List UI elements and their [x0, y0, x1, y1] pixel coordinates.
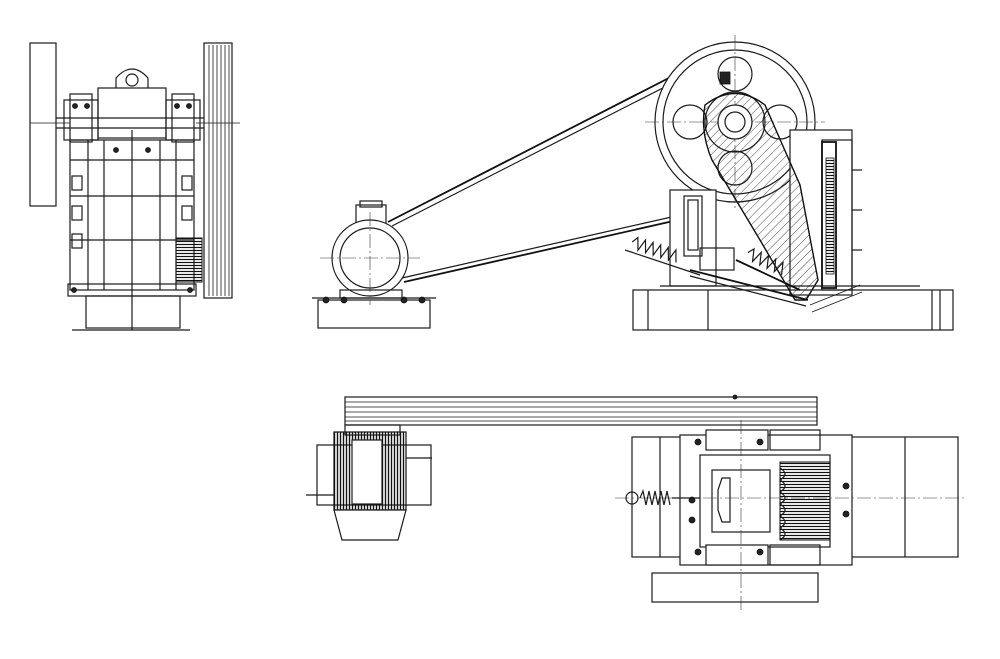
v-belt	[387, 61, 703, 283]
flywheel-top	[651, 572, 819, 603]
motor-base	[317, 299, 431, 329]
flywheel	[29, 42, 57, 207]
fixed-jaw	[825, 157, 835, 275]
tension-spring	[624, 236, 801, 291]
v-belt-top	[344, 394, 818, 426]
bearing-housing-right	[165, 99, 201, 141]
lifting-eye	[115, 68, 149, 88]
movable-jaw	[702, 71, 819, 301]
tension-spring-top	[625, 489, 700, 506]
crusher-frame-top	[615, 420, 965, 610]
belt-pulley	[196, 42, 240, 299]
bearing-housing-left	[63, 99, 99, 141]
top-view	[306, 394, 965, 610]
crusher-base	[632, 285, 954, 331]
front-view	[29, 42, 240, 331]
toggle-plate	[689, 269, 809, 307]
electric-motor	[320, 200, 420, 305]
cooling-fins	[175, 237, 203, 283]
fixed-jaw-top	[779, 461, 831, 541]
side-view	[312, 35, 954, 331]
electric-motor-top	[306, 424, 432, 541]
base-block	[85, 295, 181, 329]
